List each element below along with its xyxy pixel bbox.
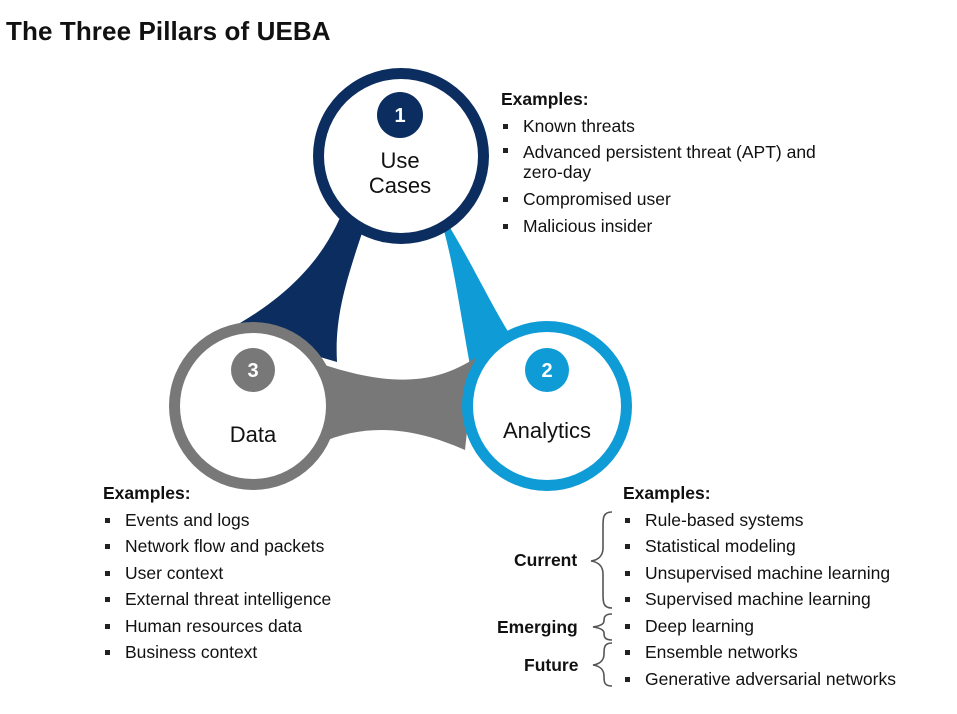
data-use-cases-connector (228, 190, 372, 362)
use-cases-analytics-connector (436, 205, 512, 365)
emerging-brace (592, 613, 613, 641)
list-item: Deep learning (623, 613, 896, 640)
data-examples-list: Events and logs Network flow and packets… (103, 507, 331, 666)
group-label-emerging: Emerging (497, 617, 578, 637)
use-cases-label-line-2: Cases (369, 173, 431, 198)
use-cases-number: 1 (394, 105, 405, 127)
analytics-examples-list: Rule-based systems Statistical modeling … (623, 507, 896, 693)
current-brace (590, 511, 613, 609)
use-cases-examples-list: Known threats Advanced persistent threat… (501, 113, 823, 240)
use-cases-label-line-1: Use (380, 148, 419, 173)
data-examples-heading: Examples: (103, 483, 191, 503)
list-item: Advanced persistent threat (APT) and zer… (501, 139, 823, 186)
analytics-number-badge (525, 348, 569, 392)
list-item: Supervised machine learning (623, 586, 896, 613)
use-cases-examples: Examples: Known threats Advanced persist… (501, 86, 823, 239)
data-number-badge (231, 348, 275, 392)
list-item: External threat intelligence (103, 586, 331, 613)
data-label: Data (230, 422, 277, 447)
data-center (180, 333, 326, 479)
list-item: Ensemble networks (623, 639, 896, 666)
list-item: Malicious insider (501, 213, 823, 240)
future-brace (592, 642, 613, 687)
use-cases-examples-heading: Examples: (501, 89, 589, 109)
analytics-label: Analytics (503, 418, 591, 443)
group-label-current: Current (514, 550, 578, 570)
list-item: Business context (103, 639, 331, 666)
data-examples: Examples: Events and logs Network flow a… (103, 480, 331, 666)
list-item: Known threats (501, 113, 823, 140)
use-cases-number-badge (377, 92, 423, 138)
list-item: Rule-based systems (623, 507, 896, 534)
pillar-data: 3 Data (169, 322, 337, 490)
list-item: User context (103, 560, 331, 587)
list-item: Compromised user (501, 186, 823, 213)
list-item: Human resources data (103, 613, 331, 640)
group-label-future: Future (524, 655, 579, 675)
data-analytics-connector (310, 358, 475, 450)
pillar-analytics: 2 Analytics (462, 321, 632, 491)
analytics-center (473, 332, 621, 480)
list-item: Unsupervised machine learning (623, 560, 896, 587)
analytics-examples: Examples: Rule-based systems Statistical… (623, 480, 896, 692)
pillar-use-cases: 1 Use Cases (313, 68, 489, 244)
list-item: Generative adversarial networks (623, 666, 896, 693)
use-cases-center (324, 79, 478, 233)
page-title: The Three Pillars of UEBA (6, 16, 331, 46)
data-number: 3 (247, 360, 258, 382)
analytics-examples-heading: Examples: (623, 483, 711, 503)
list-item: Network flow and packets (103, 533, 331, 560)
list-item: Statistical modeling (623, 533, 896, 560)
analytics-number: 2 (541, 360, 552, 382)
list-item: Events and logs (103, 507, 331, 534)
